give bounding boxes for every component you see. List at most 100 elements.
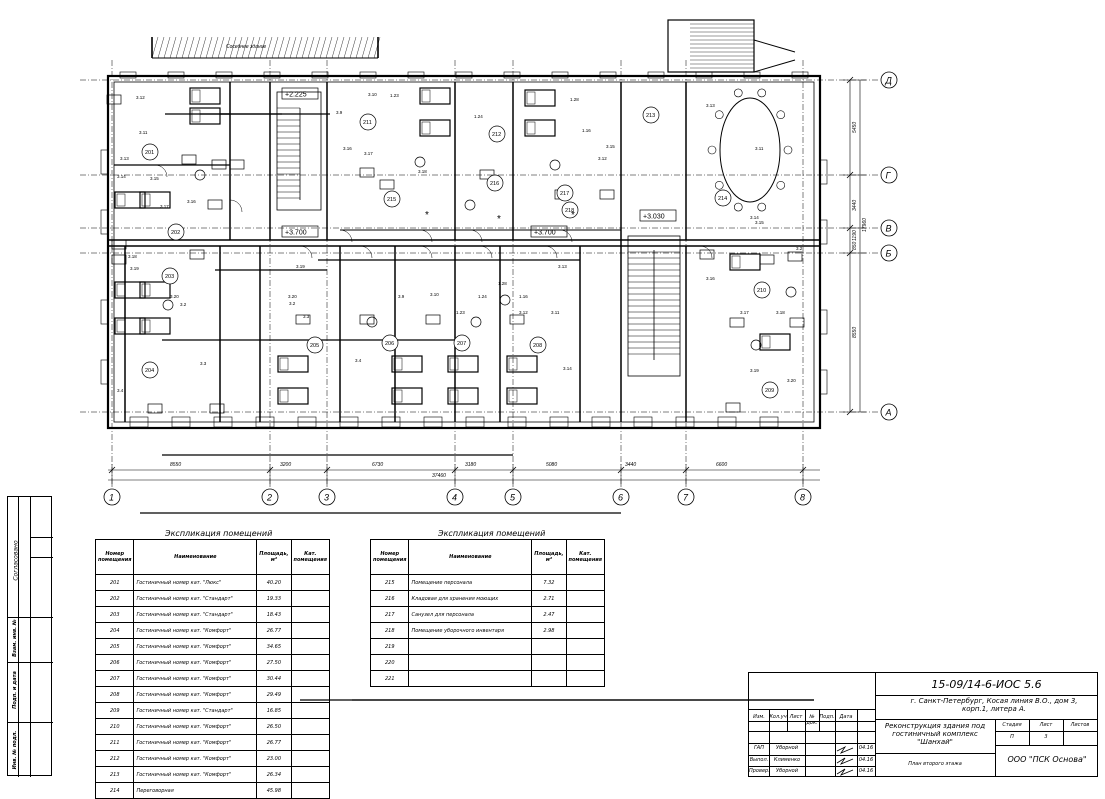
pillow [508, 389, 518, 403]
date-exec: 04.16 [858, 757, 874, 763]
cell-name: Помещение уборочного инвентаря [408, 622, 533, 639]
room-number: 218 [565, 208, 574, 214]
room-number: 211 [363, 120, 372, 126]
bed [506, 355, 538, 373]
room-number-circle [714, 189, 732, 207]
sheets-header: Листов [1070, 722, 1090, 728]
equipment-label: 3.16 [706, 276, 715, 281]
cell-category [290, 782, 331, 799]
hatch [181, 36, 189, 59]
room-number-circle [383, 190, 401, 208]
equipment-label: 3.17 [160, 204, 169, 209]
bed [447, 355, 479, 373]
pillow [141, 193, 151, 207]
pillow [116, 283, 126, 297]
window [591, 416, 611, 428]
fixture [787, 251, 803, 262]
window [100, 359, 109, 385]
cell-category [565, 606, 606, 623]
cell-number: 210 [94, 718, 135, 735]
fixture [479, 169, 495, 180]
cell-category [290, 670, 331, 687]
hatch [151, 36, 159, 59]
fixture [789, 317, 805, 328]
window [819, 159, 828, 185]
equipment-label: 1.23 [456, 310, 465, 315]
dim-tick [108, 466, 116, 474]
cell-category [290, 766, 331, 783]
col-area: Площадь, м² [531, 539, 567, 575]
col-number: Номер помещения [94, 539, 135, 575]
equipment-label: 3.11 [139, 130, 148, 135]
hatch [325, 36, 333, 59]
name-exec: Клименко [773, 757, 801, 763]
cell-name: Кладовая для хранения моющих [408, 590, 533, 607]
cell-category [290, 574, 331, 591]
fixture [111, 239, 127, 250]
axis-label-h: Г [886, 171, 892, 181]
axis-marker [880, 403, 898, 421]
level-marker: +3.700 [534, 230, 556, 237]
sink [499, 294, 511, 306]
cell-name: Гостиничный номер кат. "Комфорт" [133, 654, 258, 671]
fixture [207, 199, 223, 210]
room-number: 209 [765, 388, 774, 394]
pillow [526, 121, 536, 135]
dim-value: 5080 [546, 462, 557, 468]
cell-category [565, 670, 606, 687]
cell-category [290, 686, 331, 703]
sink [464, 199, 476, 211]
dim-value: 850 [852, 241, 858, 250]
cell-name: Гостиничный номер кат. "Комфорт" [133, 750, 258, 767]
axis-label-v: 5 [510, 493, 516, 503]
table1-title: Экспликация помещений [165, 529, 273, 538]
cell-name [408, 638, 533, 655]
axis-marker [103, 488, 121, 506]
table2-title: Экспликация помещений [438, 529, 546, 538]
sink [470, 316, 482, 328]
bed [114, 317, 146, 335]
cell-area: 26.34 [256, 766, 292, 783]
door-swing [469, 229, 483, 243]
sink [194, 169, 206, 181]
dim-tick [846, 224, 854, 232]
name-check: Уборной [776, 768, 798, 774]
fixture [211, 159, 227, 170]
equipment-label: 1.16 [519, 294, 528, 299]
hatch [217, 36, 225, 59]
col-name: Наименование [408, 539, 533, 575]
equipment-label: 3.15 [755, 220, 764, 225]
window [407, 71, 425, 79]
axis-label-v: 8 [800, 493, 805, 503]
axis-marker [261, 488, 279, 506]
equipment-label: 3.19 [130, 266, 139, 271]
axis-marker [612, 488, 630, 506]
fixture [599, 189, 615, 200]
room-number: 205 [310, 343, 319, 349]
axis-marker [677, 488, 695, 506]
chair [714, 110, 724, 120]
window [359, 71, 377, 79]
axis-marker [446, 488, 464, 506]
dim-tick [266, 466, 274, 474]
room-number-circle [306, 336, 324, 354]
equipment-label: 3.18 [128, 254, 137, 259]
cell-area: 26.50 [256, 718, 292, 735]
cell-name: Гостиничный номер кат. "Стандарт" [133, 590, 258, 607]
dim-value: 8550 [852, 327, 858, 338]
explication-table-2: Номер помещения Наименование Площадь, м²… [369, 539, 606, 687]
approval-strip: Согласовано Взам. инв. № Подп. и дата Ин… [7, 496, 53, 777]
fixture [509, 314, 525, 325]
window [675, 416, 695, 428]
door-swing [544, 245, 558, 259]
room-number-circle [488, 125, 506, 143]
axis-marker [880, 244, 898, 262]
room-number-circle [161, 267, 179, 285]
equipment-label: 3.12 [598, 156, 607, 161]
sink [366, 316, 378, 328]
